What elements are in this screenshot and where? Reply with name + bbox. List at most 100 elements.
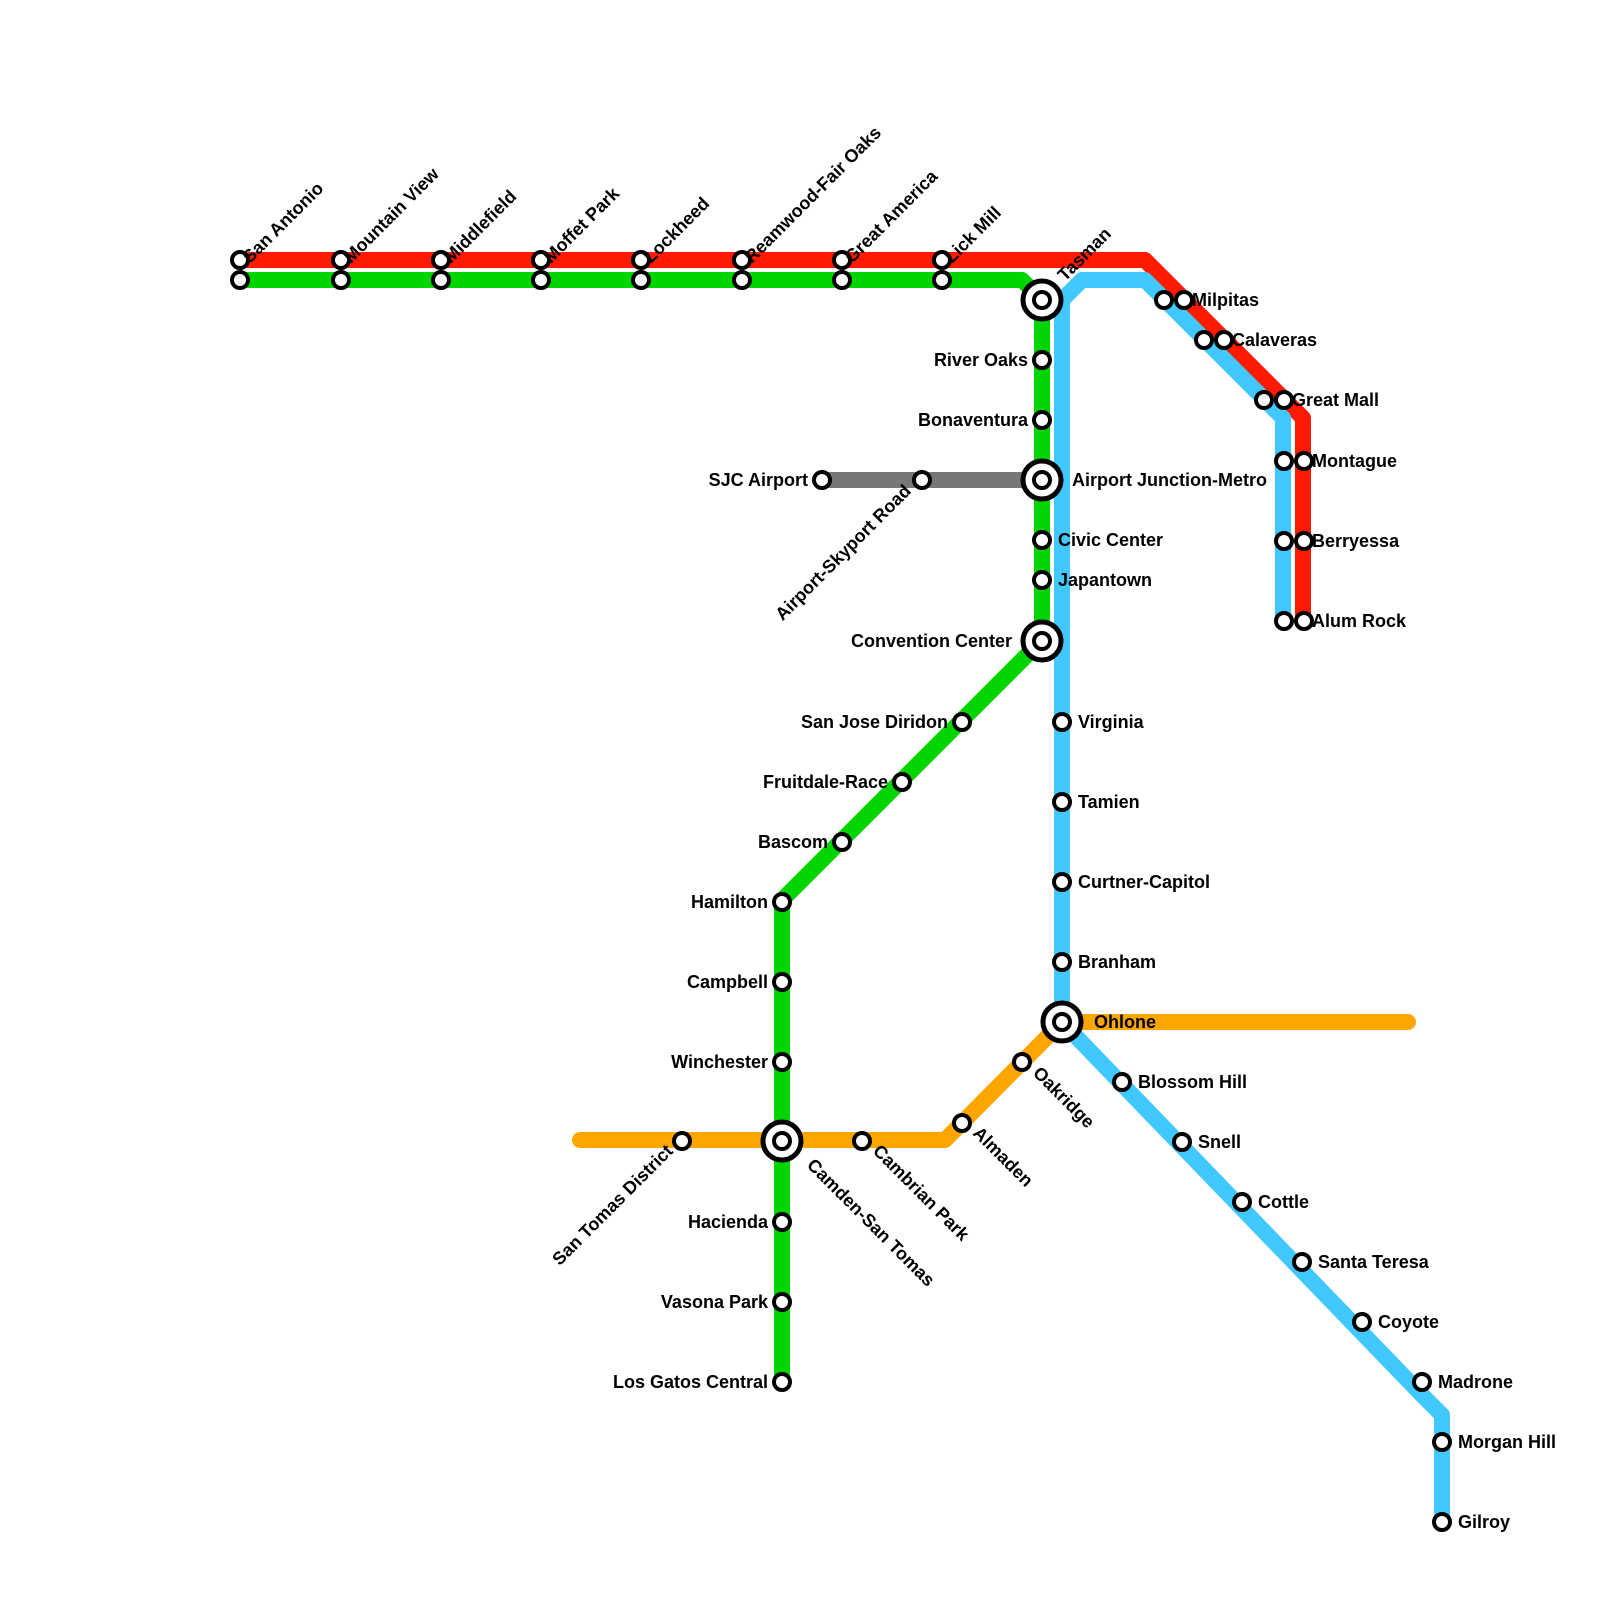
red-line	[232, 252, 1311, 628]
station-marker[interactable]	[772, 972, 792, 992]
station-label-hamilton: Hamilton	[691, 892, 768, 912]
station-label-tamien: Tamien	[1078, 792, 1140, 812]
station-marker[interactable]	[431, 270, 451, 290]
station-label-berryessa: Berryessa	[1312, 531, 1400, 551]
station-marker[interactable]	[431, 250, 451, 270]
station-marker[interactable]	[1154, 290, 1174, 310]
transfer-ohlone[interactable]	[1040, 1000, 1084, 1044]
station-marker[interactable]	[772, 1372, 792, 1392]
station-marker[interactable]	[1052, 952, 1072, 972]
station-marker[interactable]	[1294, 531, 1314, 551]
station-marker[interactable]	[732, 270, 752, 290]
transfer-convention-center[interactable]	[1020, 619, 1064, 663]
transfer-tasman[interactable]	[1020, 278, 1064, 322]
station-label-hacienda: Hacienda	[688, 1212, 769, 1232]
station-marker[interactable]	[1412, 1372, 1432, 1392]
station-label-great-america: Great America	[841, 165, 942, 266]
station-marker[interactable]	[1052, 872, 1072, 892]
transfer-airport-junction[interactable]	[1020, 458, 1064, 502]
transfer-markers	[760, 278, 1084, 1163]
station-marker[interactable]	[1052, 712, 1072, 732]
station-marker[interactable]	[1172, 1132, 1192, 1152]
station-marker[interactable]	[1432, 1512, 1452, 1532]
station-marker[interactable]	[230, 270, 250, 290]
station-marker[interactable]	[932, 270, 952, 290]
station-label-japantown: Japantown	[1058, 570, 1152, 590]
station-marker[interactable]	[1432, 1432, 1452, 1452]
station-label-gilroy: Gilroy	[1458, 1512, 1510, 1532]
station-marker[interactable]	[1352, 1312, 1372, 1332]
station-marker[interactable]	[732, 250, 752, 270]
station-marker[interactable]	[331, 270, 351, 290]
station-label-vasona-park: Vasona Park	[661, 1292, 769, 1312]
station-marker[interactable]	[1032, 530, 1052, 550]
station-label-airport-junction: Airport Junction-Metro	[1072, 470, 1267, 490]
station-marker[interactable]	[1274, 611, 1294, 631]
station-label-ohlone: Ohlone	[1094, 1012, 1156, 1032]
station-marker[interactable]	[631, 250, 651, 270]
station-marker[interactable]	[932, 250, 952, 270]
station-marker[interactable]	[952, 1113, 972, 1133]
station-marker[interactable]	[531, 270, 551, 290]
station-label-great-mall: Great Mall	[1292, 390, 1379, 410]
station-label-mountain-view: Mountain View	[340, 163, 444, 267]
station-marker[interactable]	[230, 250, 250, 270]
station-label-coyote: Coyote	[1378, 1312, 1439, 1332]
station-marker[interactable]	[1032, 570, 1052, 590]
transfer-camden-san-tomas[interactable]	[760, 1119, 804, 1163]
station-label-bonaventura: Bonaventura	[918, 410, 1029, 430]
station-marker[interactable]	[531, 250, 551, 270]
station-label-fruitdale-race: Fruitdale-Race	[763, 772, 888, 792]
station-label-montague: Montague	[1312, 451, 1397, 471]
station-marker[interactable]	[952, 712, 972, 732]
station-marker[interactable]	[832, 832, 852, 852]
station-marker[interactable]	[772, 892, 792, 912]
station-marker[interactable]	[1294, 451, 1314, 471]
station-marker[interactable]	[812, 470, 832, 490]
station-marker[interactable]	[912, 470, 932, 490]
station-marker[interactable]	[1112, 1072, 1132, 1092]
station-marker[interactable]	[772, 1212, 792, 1232]
station-marker[interactable]	[1052, 792, 1072, 812]
station-marker[interactable]	[1294, 611, 1314, 631]
station-label-sjc-airport: SJC Airport	[709, 470, 808, 490]
station-marker[interactable]	[1292, 1252, 1312, 1272]
station-marker[interactable]	[832, 250, 852, 270]
station-marker[interactable]	[1032, 350, 1052, 370]
station-marker[interactable]	[1274, 451, 1294, 471]
station-marker[interactable]	[1274, 531, 1294, 551]
station-marker[interactable]	[1174, 290, 1194, 310]
station-label-cottle: Cottle	[1258, 1192, 1309, 1212]
station-label-snell: Snell	[1198, 1132, 1241, 1152]
station-label-airport-skyport: Airport-Skyport Road	[771, 481, 915, 625]
station-marker[interactable]	[1254, 390, 1274, 410]
station-marker[interactable]	[331, 250, 351, 270]
station-label-santa-teresa: Santa Teresa	[1318, 1252, 1430, 1272]
station-marker[interactable]	[852, 1131, 872, 1151]
station-marker[interactable]	[1012, 1052, 1032, 1072]
station-label-milpitas: Milpitas	[1192, 290, 1259, 310]
station-marker[interactable]	[1214, 330, 1234, 350]
station-label-winchester: Winchester	[671, 1052, 768, 1072]
station-marker[interactable]	[672, 1131, 692, 1151]
station-marker[interactable]	[1232, 1192, 1252, 1212]
station-marker[interactable]	[772, 1052, 792, 1072]
orange-line	[572, 1014, 1416, 1148]
station-label-san-tomas-district: San Tomas District	[548, 1141, 676, 1269]
station-label-virginia: Virginia	[1078, 712, 1145, 732]
station-marker[interactable]	[631, 270, 651, 290]
station-marker[interactable]	[772, 1292, 792, 1312]
station-marker[interactable]	[1032, 410, 1052, 430]
station-marker[interactable]	[1274, 390, 1294, 410]
station-marker[interactable]	[1194, 330, 1214, 350]
station-marker[interactable]	[832, 270, 852, 290]
station-label-civic-center: Civic Center	[1058, 530, 1163, 550]
station-label-blossom-hill: Blossom Hill	[1138, 1072, 1247, 1092]
station-label-morgan-hill: Morgan Hill	[1458, 1432, 1556, 1452]
station-label-almaden: Almaden	[969, 1123, 1037, 1191]
station-label-madrone: Madrone	[1438, 1372, 1513, 1392]
station-label-campbell: Campbell	[687, 972, 768, 992]
station-marker[interactable]	[892, 772, 912, 792]
